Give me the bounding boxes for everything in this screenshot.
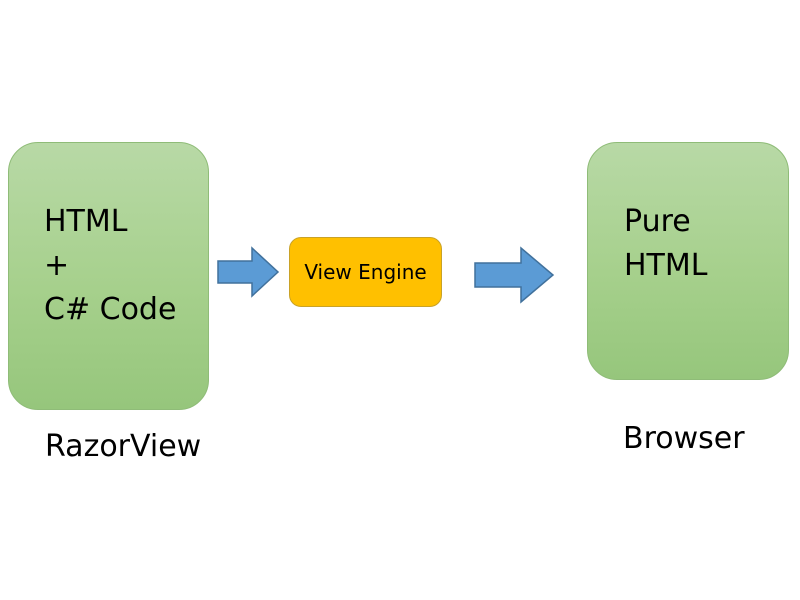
browser-line-pure: Pure [624,204,691,239]
razor-view-box: HTML + C# Code [8,142,209,410]
razor-line-csharp: C# Code [44,292,177,327]
razor-view-caption: RazorView [45,429,202,464]
view-engine-label: View Engine [304,260,427,284]
right-arrow-icon [217,246,280,298]
right-arrow-icon [474,246,555,304]
razor-view-content: HTML + C# Code [44,200,176,332]
browser-line-html: HTML [624,248,708,283]
razor-line-plus: + [44,248,70,283]
razor-line-html: HTML [44,204,128,239]
browser-content: Pure HTML [624,200,707,288]
view-engine-box: View Engine [289,237,442,307]
browser-caption: Browser [623,421,745,456]
browser-box: Pure HTML [587,142,789,380]
